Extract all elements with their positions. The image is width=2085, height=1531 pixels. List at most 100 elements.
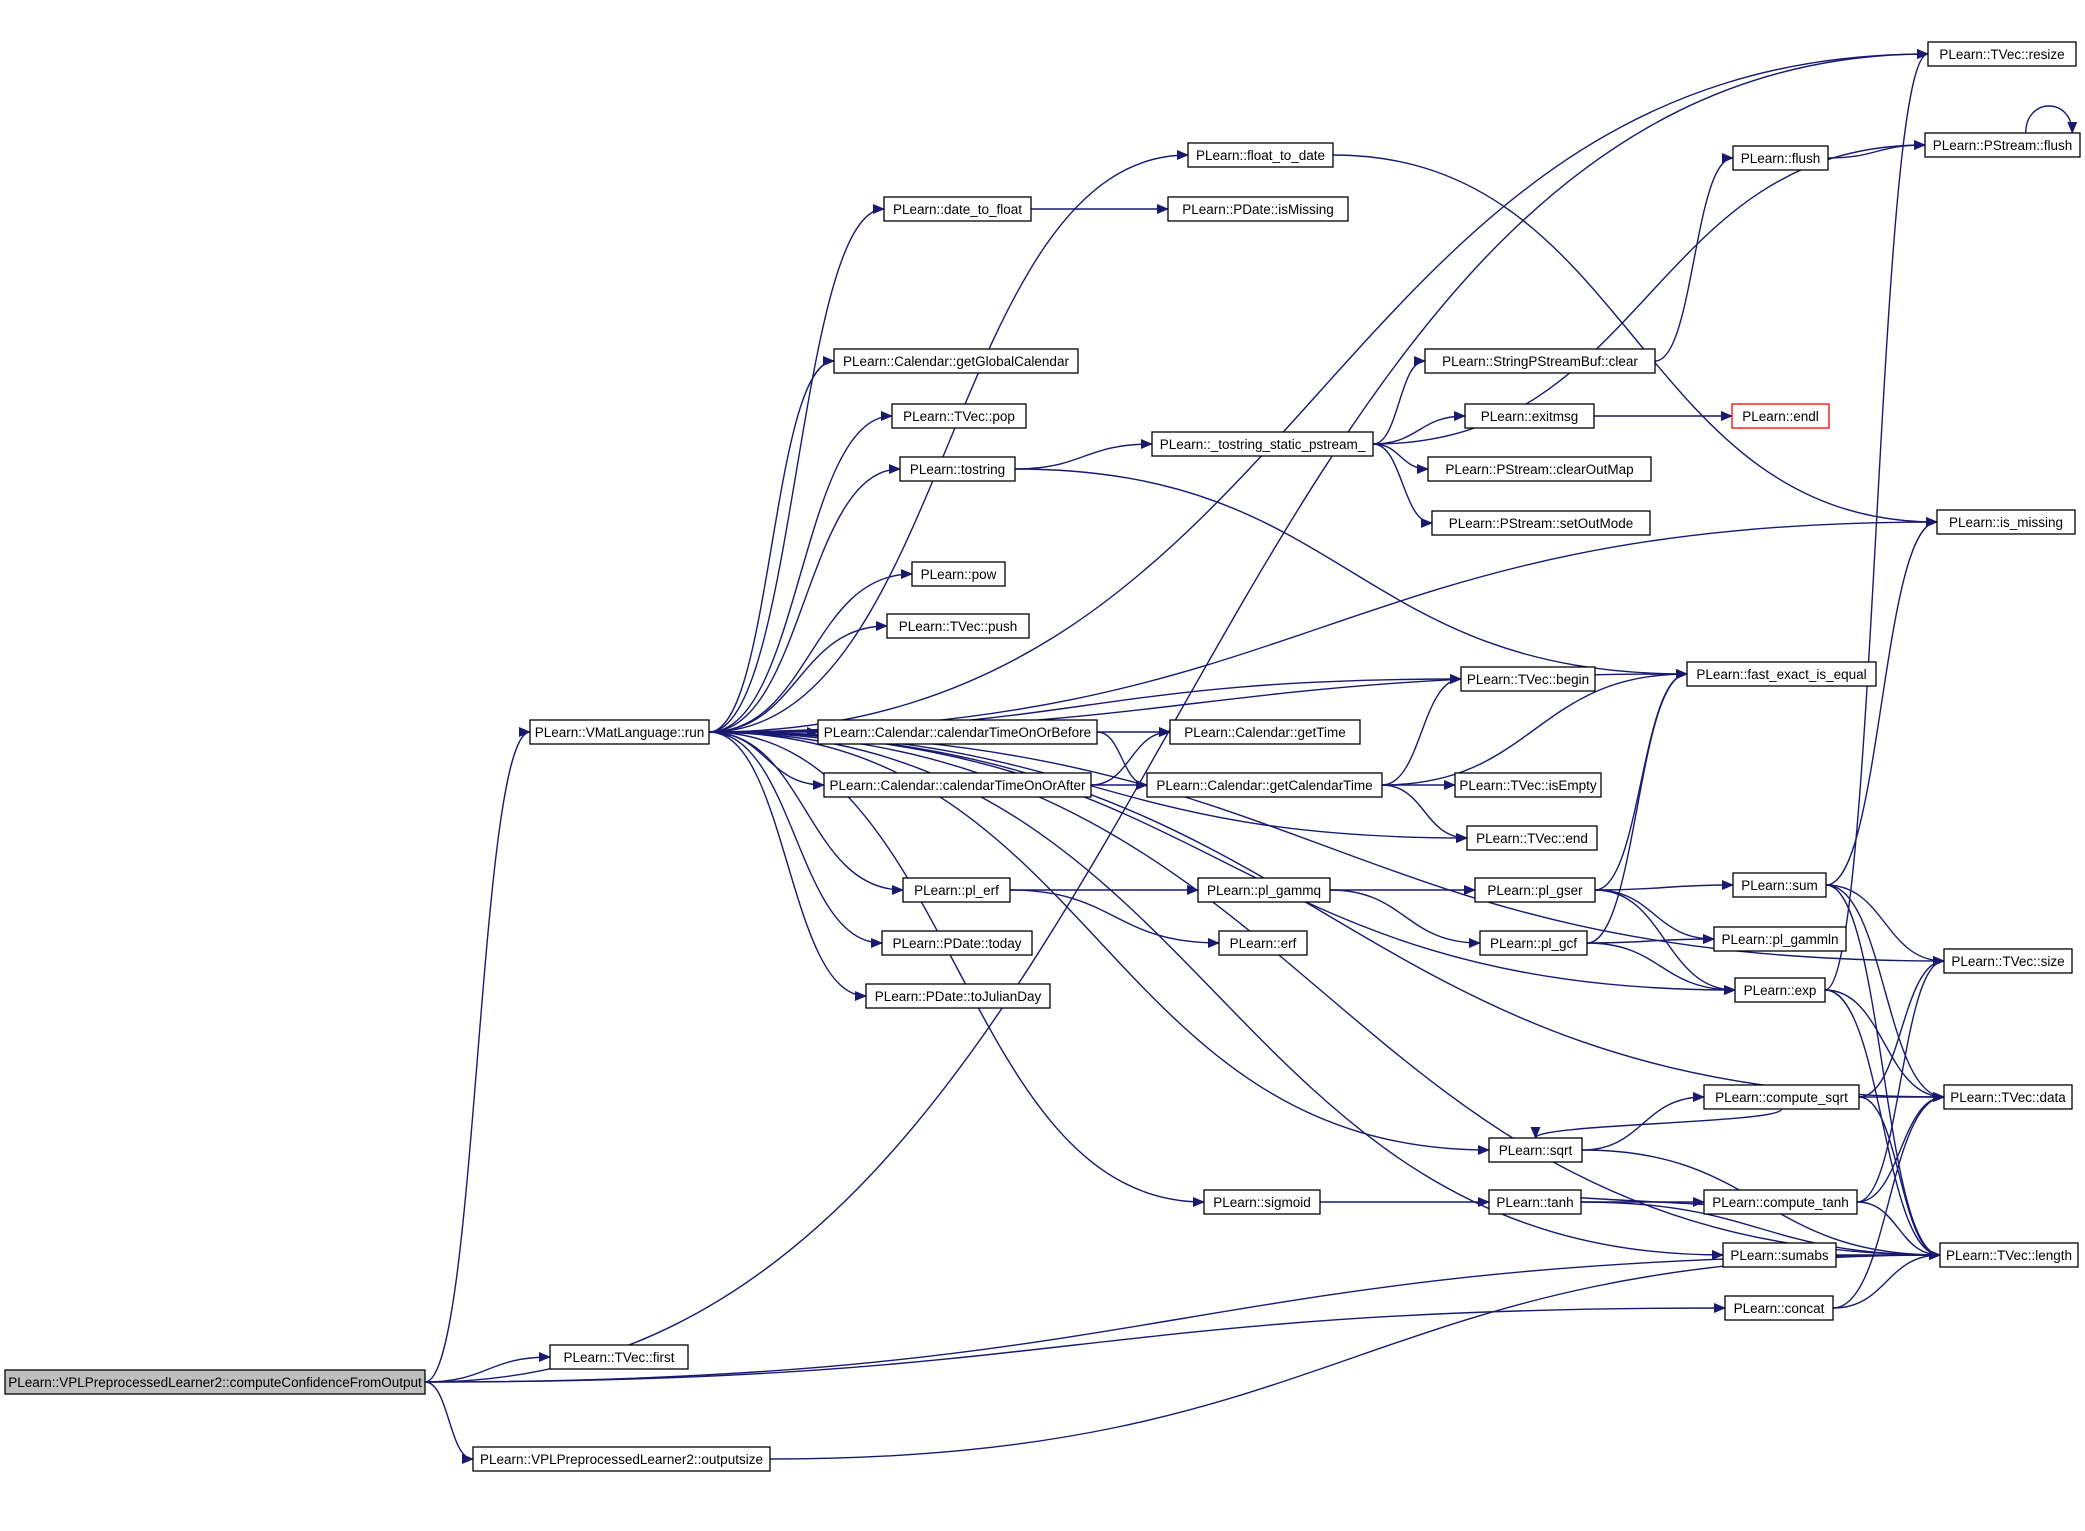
edge-run-to-date_to_float — [708, 204, 885, 733]
node-first[interactable]: PLearn::TVec::first — [549, 1344, 689, 1370]
node-clearoutmap[interactable]: PLearn::PStream::clearOutMap — [1427, 456, 1652, 482]
node-float-to-date[interactable]: PLearn::float_to_date — [1187, 142, 1334, 168]
node-label: PLearn::TVec::end — [1476, 831, 1588, 846]
edge-tostring_static-to-exitmsg — [1372, 411, 1466, 445]
node-label: PLearn::pl_gammln — [1721, 932, 1838, 947]
node-is-missing[interactable]: PLearn::is_missing — [1936, 509, 2076, 535]
edge-compute_sqrt-to-sqrt — [1530, 1108, 1783, 1139]
node-sumabs[interactable]: PLearn::sumabs — [1722, 1242, 1837, 1268]
node-tvec-resize[interactable]: PLearn::TVec::resize — [1927, 41, 2077, 67]
node-compute-sqrt[interactable]: PLearn::compute_sqrt — [1703, 1084, 1860, 1110]
node-box — [1187, 142, 1334, 168]
node-caltimeonorbefore[interactable]: PLearn::Calendar::calendarTimeOnOrBefore — [817, 719, 1098, 745]
edge-sqrt-to-compute_sqrt — [1581, 1092, 1705, 1151]
edge-run-to-exp — [708, 731, 1736, 995]
node-pdate-today[interactable]: PLearn::PDate::today — [881, 930, 1033, 956]
node-box — [4, 1369, 426, 1395]
node-box — [1464, 403, 1595, 429]
node-box — [1939, 1242, 2079, 1268]
node-erf[interactable]: PLearn::erf — [1218, 930, 1308, 956]
edge-run-to-pl_erf — [708, 731, 904, 895]
node-compute-tanh[interactable]: PLearn::compute_tanh — [1703, 1189, 1858, 1215]
node-label: PLearn::sqrt — [1499, 1143, 1573, 1158]
node-fast-exact-is-equal[interactable]: PLearn::fast_exact_is_equal — [1686, 661, 1877, 687]
edge-run-to-sigmoid — [708, 731, 1205, 1207]
node-outputsize[interactable]: PLearn::VPLPreprocessedLearner2::outputs… — [472, 1446, 771, 1472]
edge-concat-to-tvec_length — [1832, 1250, 1941, 1309]
node-flush[interactable]: PLearn::flush — [1732, 145, 1829, 171]
node-pl-gser[interactable]: PLearn::pl_gser — [1474, 877, 1596, 903]
node-label: PLearn::Calendar::getGlobalCalendar — [843, 354, 1069, 369]
node-label: PLearn::VMatLanguage::run — [535, 725, 705, 740]
node-label: PLearn::TVec::length — [1946, 1248, 2072, 1263]
node-label: PLearn::StringPStreamBuf::clear — [1442, 354, 1638, 369]
node-label: PLearn::VPLPreprocessedLearner2::compute… — [8, 1375, 422, 1390]
node-tvec-pop[interactable]: PLearn::TVec::pop — [891, 403, 1027, 429]
edge-root-to-run — [424, 727, 531, 1383]
edge-sum-to-tvec_data — [1825, 884, 1945, 1102]
node-sigmoid[interactable]: PLearn::sigmoid — [1203, 1189, 1321, 1215]
node-tvec-size[interactable]: PLearn::TVec::size — [1943, 948, 2073, 974]
node-tvec-data[interactable]: PLearn::TVec::data — [1943, 1084, 2073, 1110]
node-label: PLearn::flush — [1741, 151, 1821, 166]
node-tvec-length[interactable]: PLearn::TVec::length — [1939, 1242, 2079, 1268]
node-label: PLearn::VPLPreprocessedLearner2::outputs… — [480, 1452, 763, 1467]
node-label: PLearn::sigmoid — [1213, 1195, 1311, 1210]
node-label: PLearn::pl_gammq — [1207, 883, 1321, 898]
node-sum[interactable]: PLearn::sum — [1732, 872, 1827, 898]
node-pdate-tojulianday[interactable]: PLearn::PDate::toJulianDay — [865, 983, 1051, 1009]
node-tostring[interactable]: PLearn::tostring — [899, 456, 1016, 482]
node-caltimeonorafter[interactable]: PLearn::Calendar::calendarTimeOnOrAfter — [823, 772, 1092, 798]
node-tvec-push[interactable]: PLearn::TVec::push — [886, 613, 1030, 639]
node-pstream-flush[interactable]: PLearn::PStream::flush — [1924, 132, 2081, 158]
edge-run-to-tvec_length — [708, 731, 1941, 1260]
node-gettime[interactable]: PLearn::Calendar::getTime — [1169, 719, 1361, 745]
node-sqrt[interactable]: PLearn::sqrt — [1488, 1137, 1583, 1163]
edge-caltimeonorbefore-to-getcalendartime — [1096, 731, 1148, 790]
node-pl-gammln[interactable]: PLearn::pl_gammln — [1713, 926, 1847, 952]
node-box — [1454, 772, 1602, 798]
node-label: PLearn::exitmsg — [1481, 409, 1579, 424]
node-getcalendartime[interactable]: PLearn::Calendar::getCalendarTime — [1146, 772, 1383, 798]
node-exitmsg[interactable]: PLearn::exitmsg — [1464, 403, 1595, 429]
edge-run-to-pdate_today — [708, 731, 883, 948]
node-tvec-begin[interactable]: PLearn::TVec::begin — [1460, 666, 1596, 692]
node-concat[interactable]: PLearn::concat — [1724, 1295, 1834, 1321]
edges-layer — [424, 49, 2078, 1464]
node-endl[interactable]: PLearn::endl — [1731, 403, 1830, 429]
edge-pl_gser-to-fast_exact_is_equal — [1594, 669, 1688, 891]
node-pl-gammq[interactable]: PLearn::pl_gammq — [1197, 877, 1331, 903]
node-tvec-end[interactable]: PLearn::TVec::end — [1466, 825, 1598, 851]
node-label: PLearn::sum — [1741, 878, 1818, 893]
node-exp[interactable]: PLearn::exp — [1734, 977, 1826, 1003]
node-getglobalcalendar[interactable]: PLearn::Calendar::getGlobalCalendar — [833, 348, 1079, 374]
node-label: PLearn::compute_tanh — [1712, 1195, 1849, 1210]
node-box — [1167, 196, 1349, 222]
node-label: PLearn::PDate::today — [892, 936, 1021, 951]
node-tanh[interactable]: PLearn::tanh — [1488, 1189, 1582, 1215]
node-label: PLearn::pl_gcf — [1490, 936, 1577, 951]
node-label: PLearn::_tostring_static_pstream_ — [1160, 437, 1366, 452]
node-pow[interactable]: PLearn::pow — [911, 561, 1006, 587]
node-root[interactable]: PLearn::VPLPreprocessedLearner2::compute… — [4, 1369, 426, 1395]
node-setoutmode[interactable]: PLearn::PStream::setOutMode — [1431, 510, 1651, 536]
node-tostring-static[interactable]: PLearn::_tostring_static_pstream_ — [1151, 431, 1374, 457]
node-box — [1488, 1189, 1582, 1215]
node-label: PLearn::tostring — [910, 462, 1005, 477]
node-pl-erf[interactable]: PLearn::pl_erf — [902, 877, 1011, 903]
node-spsb-clear[interactable]: PLearn::StringPStreamBuf::clear — [1424, 348, 1656, 374]
edge-pl_gcf-to-exp — [1586, 942, 1736, 995]
node-box — [1722, 1242, 1837, 1268]
node-label: PLearn::pl_erf — [914, 883, 999, 898]
node-run[interactable]: PLearn::VMatLanguage::run — [529, 719, 710, 745]
node-pdate-ismissing[interactable]: PLearn::PDate::isMissing — [1167, 196, 1349, 222]
edge-pl_gammq-to-pl_gcf — [1329, 889, 1481, 948]
node-box — [1460, 666, 1596, 692]
node-date-to-float[interactable]: PLearn::date_to_float — [883, 196, 1032, 222]
node-pl-gcf[interactable]: PLearn::pl_gcf — [1479, 930, 1588, 956]
edge-tostring_static-to-pstream_flush — [1372, 140, 1926, 445]
edge-tostring_static-to-clearoutmap — [1372, 443, 1429, 474]
edge-pl_gser-to-sum — [1594, 880, 1734, 891]
node-tvec-isempty[interactable]: PLearn::TVec::isEmpty — [1454, 772, 1602, 798]
